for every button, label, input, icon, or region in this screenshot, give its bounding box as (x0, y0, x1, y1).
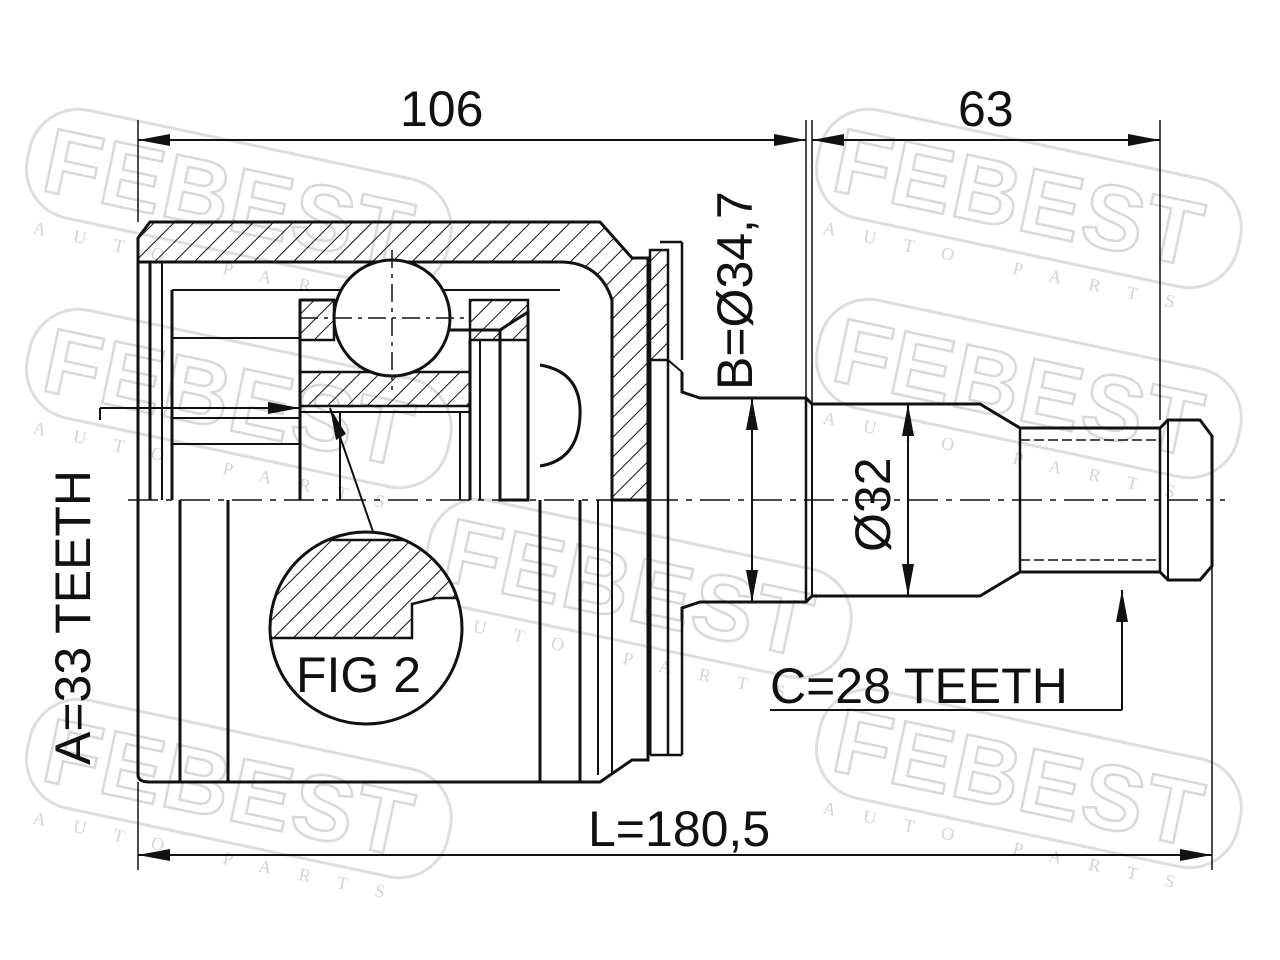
fig2-label: FIG 2 (296, 647, 421, 703)
seal-flange (648, 240, 684, 757)
joint-housing (136, 220, 650, 784)
dim-shaft-diameter: Ø32 (845, 457, 901, 552)
watermark-frame (24, 307, 453, 490)
housing-wall-section (136, 220, 650, 502)
watermark-frame (814, 297, 1243, 480)
lower-ball (539, 363, 582, 468)
fig2-detail: FIG 2 (268, 530, 464, 726)
dimension-lines (99, 120, 1213, 870)
watermark-frame (814, 107, 1243, 290)
dim-inner-teeth: A=33 TEETH (45, 470, 101, 765)
dim-seal-diameter: B=Ø34,7 (707, 191, 763, 390)
housing-outline (136, 238, 650, 784)
dim-shaft-length: 63 (958, 81, 1014, 137)
dim-housing-length: 106 (400, 81, 483, 137)
inner-race (298, 250, 582, 502)
dim-total-length: L=180,5 (588, 801, 770, 857)
dim-outer-teeth: C=28 TEETH (770, 658, 1068, 714)
watermark-frame (24, 697, 453, 880)
watermark-frame (814, 687, 1243, 870)
